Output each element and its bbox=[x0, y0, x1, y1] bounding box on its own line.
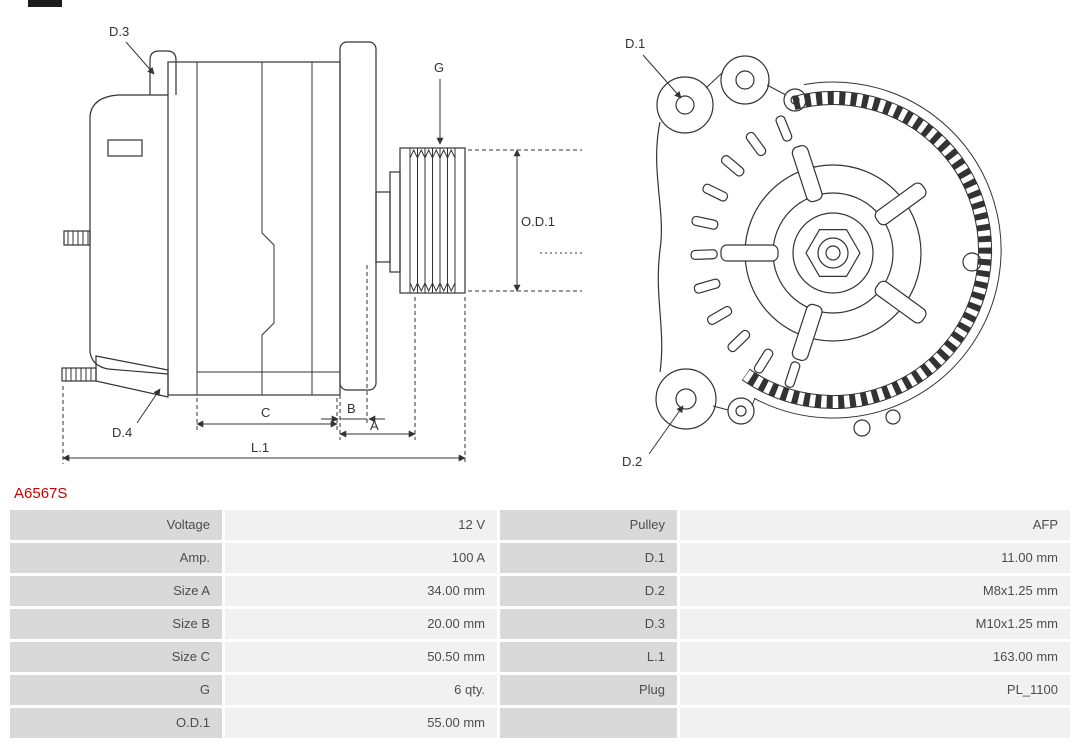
d2-hole bbox=[675, 388, 697, 410]
spec-value: 6 qty. bbox=[225, 675, 497, 705]
vent-slots bbox=[690, 115, 801, 388]
dimension-annotations-front: D.1 D.2 bbox=[622, 36, 684, 469]
d2-leader-arrow bbox=[648, 405, 684, 455]
spec-label: D.2 bbox=[500, 576, 677, 606]
spec-label: D.3 bbox=[500, 609, 677, 639]
dim-label-d1: D.1 bbox=[625, 36, 645, 51]
spec-value: M10x1.25 mm bbox=[680, 609, 1070, 639]
spec-label bbox=[500, 708, 677, 738]
spec-label: Size B bbox=[10, 609, 222, 639]
technical-drawings: D.3 D.4 G O.D.1 C B A L.1 bbox=[61, 24, 1002, 469]
spec-label: Size C bbox=[10, 642, 222, 672]
spec-value: 12 V bbox=[225, 510, 497, 540]
dim-label-d2: D.2 bbox=[622, 454, 642, 469]
spec-label: Voltage bbox=[10, 510, 222, 540]
specifications-table: Voltage 12 V Pulley AFP Amp. 100 A D.1 1… bbox=[10, 510, 1070, 738]
spec-label: G bbox=[10, 675, 222, 705]
dim-label-c: C bbox=[261, 405, 270, 420]
alternator-housing-front bbox=[655, 55, 1002, 437]
pulley-side bbox=[399, 147, 466, 294]
spec-value: 11.00 mm bbox=[680, 543, 1070, 573]
spec-label: L.1 bbox=[500, 642, 677, 672]
spec-value: 163.00 mm bbox=[680, 642, 1070, 672]
shaft-hex-nut bbox=[805, 229, 861, 277]
dim-label-od1: O.D.1 bbox=[521, 214, 555, 229]
spec-label: Size A bbox=[10, 576, 222, 606]
stator-teeth-ring bbox=[742, 91, 992, 409]
d1-leader-arrow bbox=[642, 54, 682, 99]
d4-leader-arrow bbox=[136, 388, 161, 424]
spec-label: Plug bbox=[500, 675, 677, 705]
dim-label-a: A bbox=[370, 418, 379, 433]
terminal-stud bbox=[63, 230, 91, 246]
dim-label-l1: L.1 bbox=[251, 440, 269, 455]
spec-value: 55.00 mm bbox=[225, 708, 497, 738]
spec-label: Amp. bbox=[10, 543, 222, 573]
alternator-side-view-drawing: D.3 D.4 G O.D.1 C B A L.1 bbox=[61, 24, 582, 464]
dimension-annotations-side: D.3 D.4 G O.D.1 C B A L.1 bbox=[62, 24, 582, 464]
spec-value: 50.50 mm bbox=[225, 642, 497, 672]
d1-hole bbox=[675, 95, 695, 115]
alternator-front-view-drawing: D.1 D.2 bbox=[622, 36, 1002, 469]
d3-leader-arrow bbox=[125, 41, 155, 75]
spec-value: 20.00 mm bbox=[225, 609, 497, 639]
spec-value: 100 A bbox=[225, 543, 497, 573]
dim-label-g: G bbox=[434, 60, 444, 75]
logo-fragment bbox=[28, 0, 62, 7]
spec-value bbox=[680, 708, 1070, 738]
mounting-ears bbox=[655, 55, 982, 437]
pulley-front bbox=[720, 144, 927, 362]
spec-label: O.D.1 bbox=[10, 708, 222, 738]
spec-value: AFP bbox=[680, 510, 1070, 540]
spec-value: PL_1100 bbox=[680, 675, 1070, 705]
dim-label-d3: D.3 bbox=[109, 24, 129, 39]
spec-label: Pulley bbox=[500, 510, 677, 540]
spec-value: 34.00 mm bbox=[225, 576, 497, 606]
part-number-link[interactable]: A6567S bbox=[14, 485, 68, 502]
alternator-body-side bbox=[61, 41, 466, 398]
spec-value: M8x1.25 mm bbox=[680, 576, 1070, 606]
spec-label: D.1 bbox=[500, 543, 677, 573]
mounting-stud bbox=[61, 367, 97, 382]
dim-label-d4: D.4 bbox=[112, 425, 132, 440]
dim-label-b: B bbox=[347, 401, 356, 416]
